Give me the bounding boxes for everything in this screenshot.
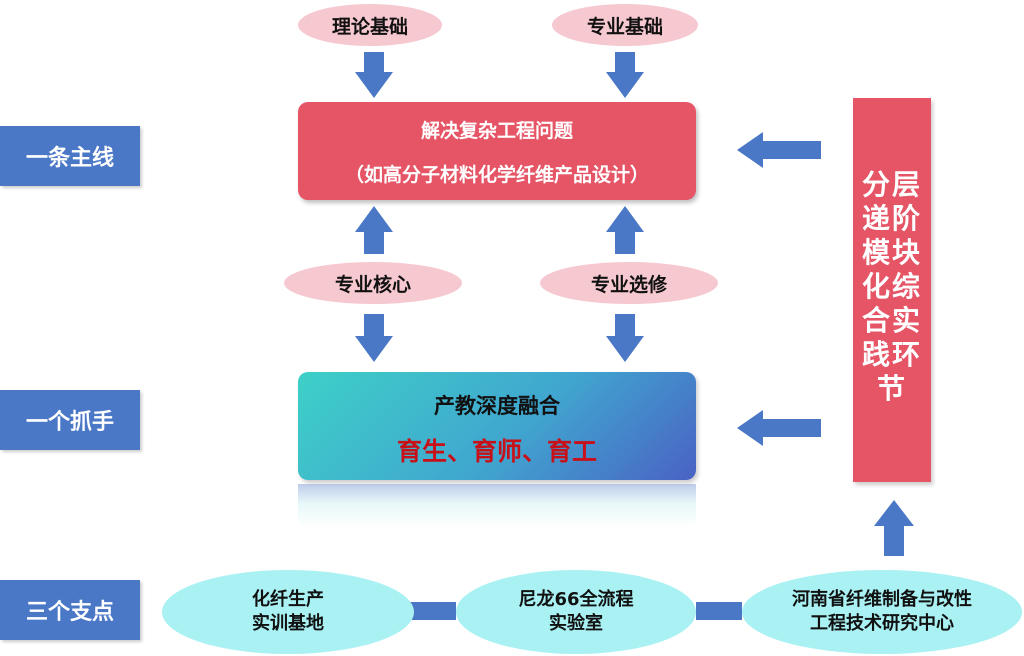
oval-professional-foundation: 专业基础 — [552, 4, 698, 46]
teal-box-subtitle: 育生、育师、育工 — [396, 437, 597, 466]
teal-box-reflection — [298, 484, 696, 528]
connector-bar — [410, 602, 456, 620]
arrow-up-icon — [606, 206, 644, 254]
oval-theory-foundation: 理论基础 — [298, 4, 442, 46]
arrow-down-icon — [606, 314, 644, 362]
oval-nylon-lab: 尼龙66全流程 实验室 — [456, 570, 696, 654]
layered-modular-practice-box: 分层递阶模块化综合实践环节 — [853, 98, 931, 482]
oval-research-center: 河南省纤维制备与改性 工程技术研究中心 — [742, 570, 1022, 654]
oval-right-line2: 工程技术研究中心 — [810, 613, 954, 634]
vertical-box-text: 分层递阶模块化综合实践环节 — [862, 168, 923, 405]
side-label-main-line: 一条主线 — [0, 126, 140, 186]
arrow-down-icon — [606, 52, 644, 98]
arrow-down-icon — [355, 314, 393, 362]
main-box-subtitle: （如高分子材料化学纤维产品设计） — [344, 164, 649, 186]
side-label-pillars: 三个支点 — [0, 580, 140, 640]
oval-left-line2: 实训基地 — [252, 613, 324, 634]
arrow-up-icon — [874, 500, 914, 556]
oval-professional-elective: 专业选修 — [540, 262, 718, 304]
arrow-down-icon — [355, 52, 393, 98]
arrow-up-icon — [355, 206, 393, 254]
industry-education-integration-box: 产教深度融合 育生、育师、育工 — [298, 372, 696, 480]
arrow-left-icon — [737, 132, 821, 168]
oval-right-line1: 河南省纤维制备与改性 — [792, 589, 972, 610]
connector-bar — [696, 602, 742, 620]
oval-mid-line1: 尼龙66全流程 — [518, 589, 634, 610]
arrow-left-icon — [737, 410, 821, 446]
oval-fiber-training-base: 化纤生产 实训基地 — [162, 570, 414, 654]
side-label-handle: 一个抓手 — [0, 390, 140, 450]
main-box-title: 解决复杂工程问题 — [420, 120, 573, 142]
oval-professional-core: 专业核心 — [284, 262, 462, 304]
complex-engineering-problem-box: 解决复杂工程问题 （如高分子材料化学纤维产品设计） — [298, 102, 696, 200]
oval-mid-line2: 实验室 — [549, 613, 603, 634]
oval-left-line1: 化纤生产 — [252, 589, 324, 610]
teal-box-title: 产教深度融合 — [434, 394, 560, 418]
